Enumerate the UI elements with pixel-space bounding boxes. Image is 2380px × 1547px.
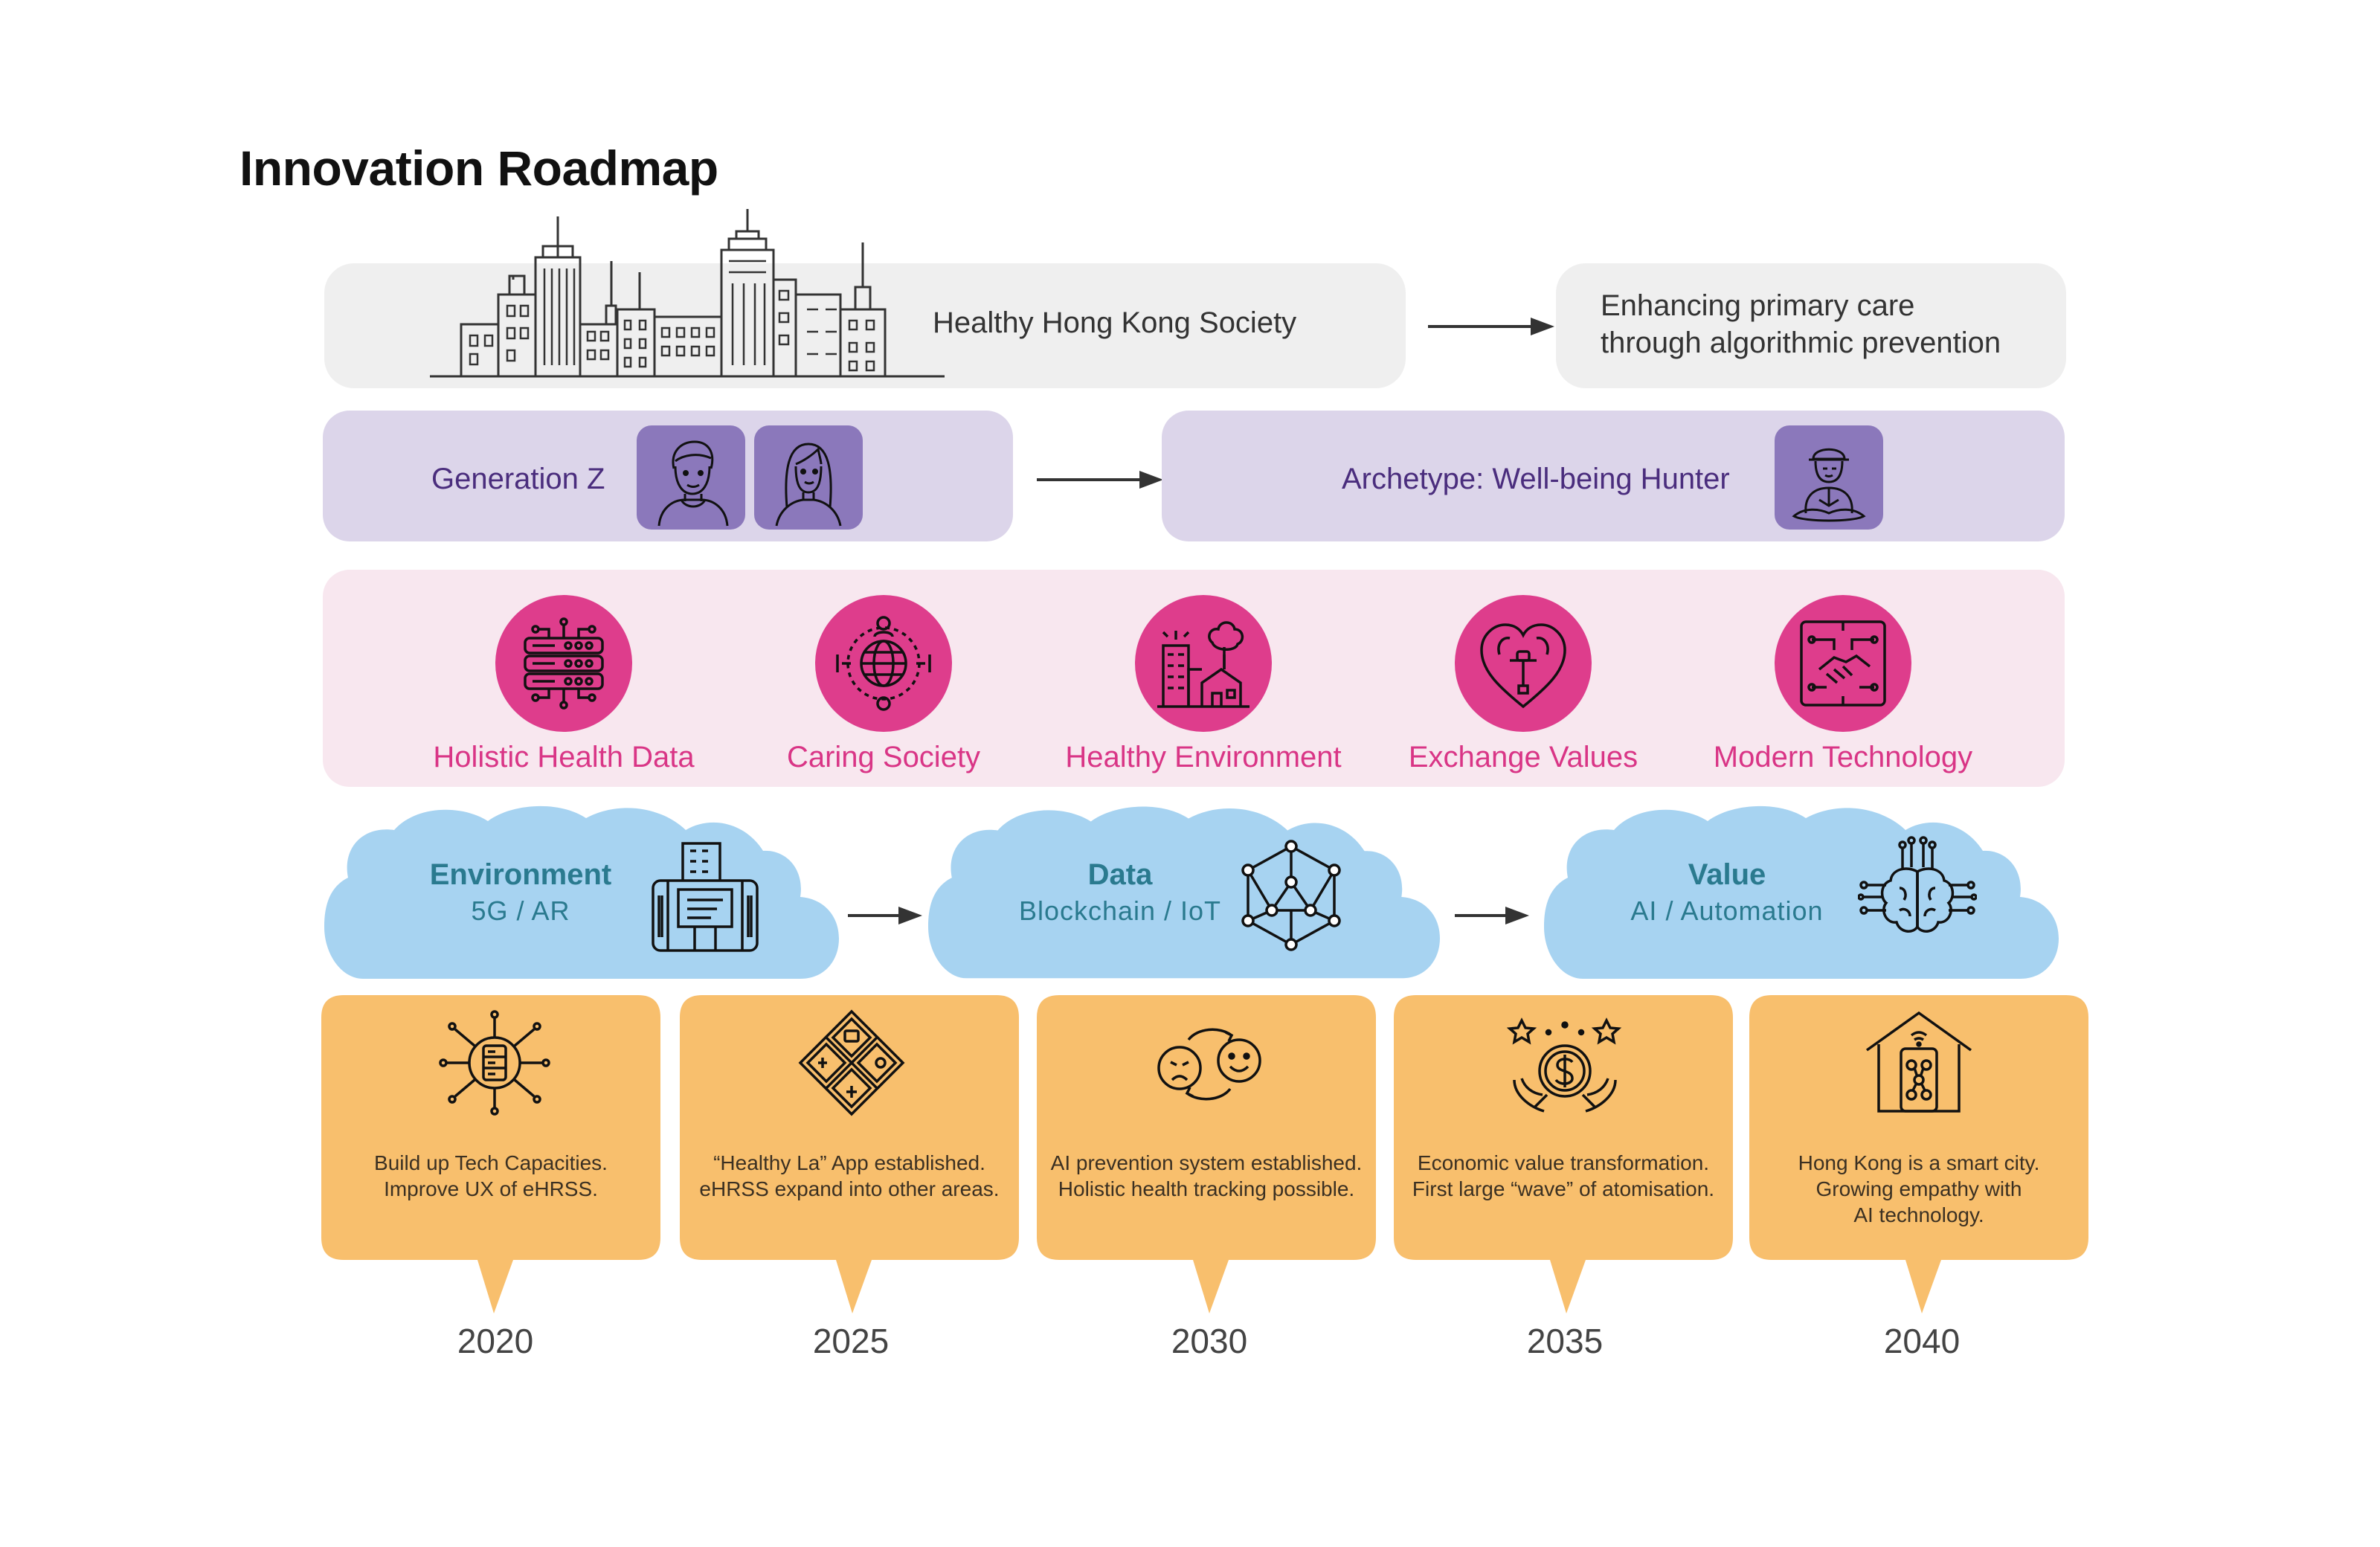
cloud-title: Value — [1688, 858, 1766, 891]
primary-care-label: Enhancing primary care through algorithm… — [1601, 287, 2001, 361]
society-panel — [324, 263, 1406, 388]
generation-z-label: Generation Z — [431, 463, 605, 495]
holistic-health-data-circle — [495, 595, 632, 732]
arrow-right-icon — [1037, 471, 1163, 489]
milestone-text: Economic value transformation. First lar… — [1392, 1150, 1734, 1202]
app-grid-icon — [798, 1009, 905, 1116]
value-label: Caring Society — [786, 741, 981, 774]
milestone-line: AI technology. — [1853, 1203, 1984, 1226]
meditation-icon — [1792, 448, 1866, 522]
value-label: Modern Technology — [1713, 741, 1973, 774]
city-tree-icon — [1157, 621, 1250, 708]
milestone-bubble-2020 — [321, 995, 660, 1313]
meditating-person-avatar — [1775, 425, 1883, 530]
heart-icon — [1480, 623, 1566, 709]
milestone-line: First large “wave” of atomisation. — [1412, 1177, 1715, 1200]
value-cloud — [1544, 805, 2059, 979]
cloud-title: Environment — [429, 858, 612, 891]
arrow-right-icon — [848, 907, 922, 924]
cloud-title: Data — [1087, 858, 1153, 891]
network-cube-icon — [1241, 840, 1341, 951]
milestone-bubble-2030 — [1037, 995, 1376, 1313]
young-man-avatar — [637, 425, 745, 530]
year-label: 2025 — [812, 1322, 890, 1360]
milestone-text: “Healthy La” App established. eHRSS expa… — [678, 1150, 1020, 1202]
arrow-right-icon — [1455, 907, 1529, 924]
healthy-environment-circle — [1135, 595, 1272, 732]
milestone-line: Growing empathy with — [1815, 1177, 2022, 1200]
society-label: Healthy Hong Kong Society — [933, 306, 1297, 339]
young-woman-icon — [775, 443, 842, 527]
primary-care-line-2: through algorithmic prevention — [1601, 327, 2001, 359]
milestone-line: Economic value transformation. — [1417, 1151, 1710, 1174]
environment-cloud — [324, 805, 839, 979]
money-hands-icon — [1507, 1017, 1622, 1113]
milestone-text: AI prevention system established. Holist… — [1037, 1150, 1376, 1202]
milestone-bubble-2040 — [1749, 995, 2088, 1313]
server-icon — [524, 617, 604, 710]
exchange-values-circle — [1455, 595, 1592, 732]
cloud-subtitle: 5G / AR — [471, 895, 570, 926]
milestone-line: Build up Tech Capacities. — [374, 1151, 608, 1174]
modern-technology-circle — [1775, 595, 1911, 732]
milestone-text: Build up Tech Capacities. Improve UX of … — [321, 1150, 660, 1202]
cloud-subtitle: Blockchain / IoT — [1018, 895, 1222, 926]
milestone-bubble-2035 — [1394, 995, 1733, 1313]
archetype-panel — [1162, 411, 2065, 541]
milestone-line: AI prevention system established. — [1050, 1151, 1363, 1174]
value-label: Healthy Environment — [1065, 741, 1342, 774]
milestone-line: Holistic health tracking possible. — [1058, 1177, 1355, 1200]
milestone-line: Hong Kong is a smart city. — [1798, 1151, 2040, 1174]
year-label: 2020 — [457, 1322, 534, 1360]
tech-hub-icon — [439, 1010, 550, 1116]
building-phone-icon — [652, 842, 759, 952]
milestone-line: Improve UX of eHRSS. — [384, 1177, 598, 1200]
mood-cycle-icon — [1157, 1028, 1261, 1101]
year-label: 2040 — [1883, 1322, 1961, 1360]
archetype-label: Archetype: Well-being Hunter — [1342, 463, 1730, 495]
milestone-bubble-2025 — [680, 995, 1019, 1313]
milestone-line: eHRSS expand into other areas. — [699, 1177, 1000, 1200]
caring-society-circle — [815, 595, 952, 732]
primary-care-panel — [1556, 263, 2066, 388]
milestone-text: Hong Kong is a smart city. Growing empat… — [1749, 1150, 2088, 1228]
globe-hands-icon — [836, 616, 931, 711]
primary-care-line-1: Enhancing primary care — [1601, 289, 1915, 322]
city-skyline-icon — [430, 209, 945, 378]
smart-home-icon — [1865, 1011, 1972, 1113]
page-title: Innovation Roadmap — [239, 141, 718, 196]
brain-circuit-icon — [1858, 836, 1977, 933]
year-label: 2035 — [1526, 1322, 1604, 1360]
arrow-right-icon — [1428, 318, 1554, 335]
young-man-icon — [657, 440, 729, 527]
data-cloud — [928, 806, 1440, 979]
cloud-subtitle: AI / Automation — [1630, 895, 1824, 926]
year-label: 2030 — [1171, 1322, 1248, 1360]
handshake-circuit-icon — [1800, 620, 1886, 707]
value-label: Holistic Health Data — [433, 741, 695, 774]
young-woman-avatar — [754, 425, 863, 530]
milestone-line: “Healthy La” App established. — [713, 1151, 985, 1174]
value-label: Exchange Values — [1408, 741, 1638, 774]
